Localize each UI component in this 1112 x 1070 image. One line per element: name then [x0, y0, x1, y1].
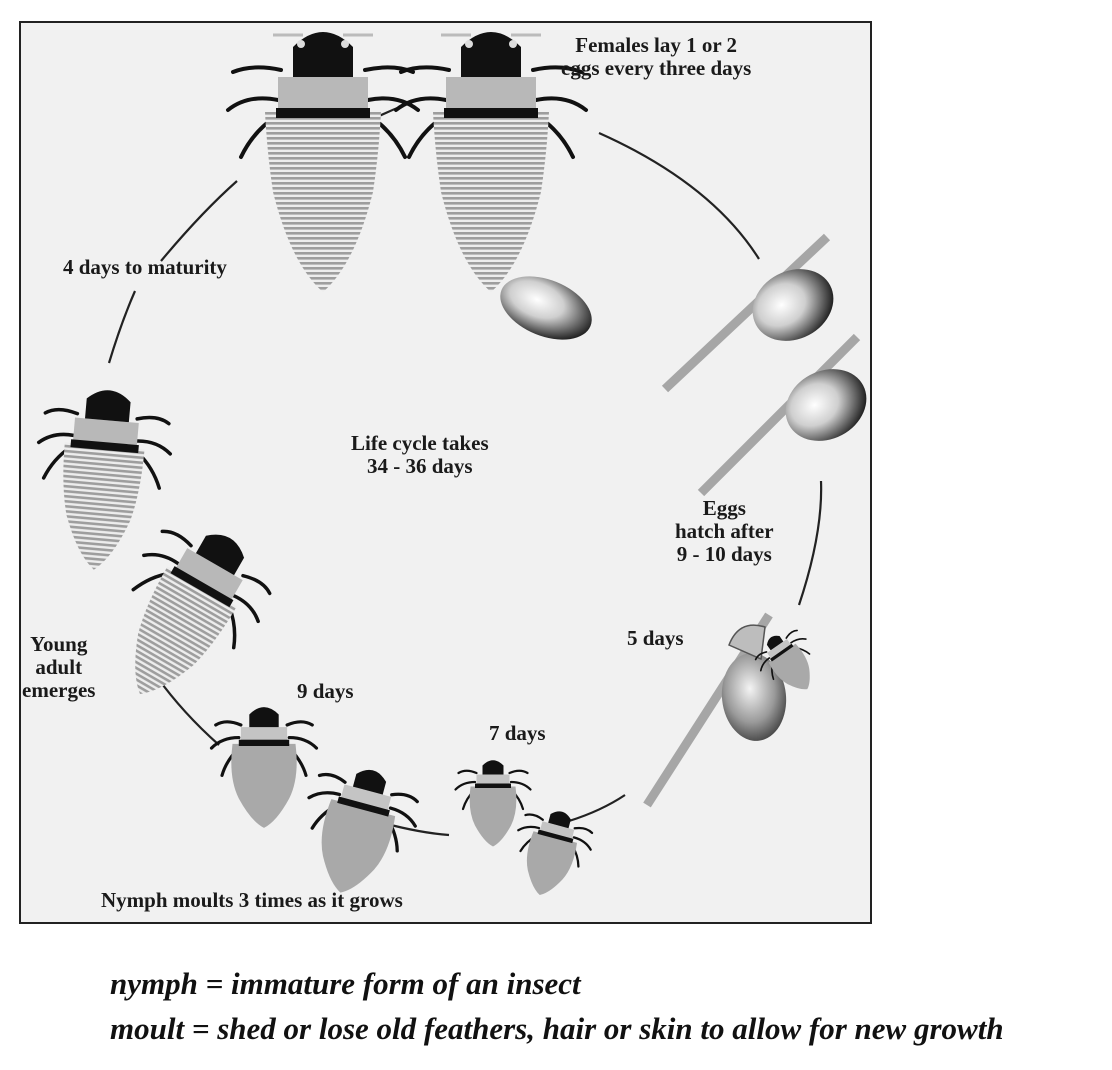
nymph-stage-1	[502, 800, 600, 906]
label-five-days: 5 days	[627, 626, 684, 650]
label-nymph-moults: Nymph moults 3 times as it grows	[101, 888, 403, 912]
nymph-stage-4	[209, 705, 319, 830]
cycle-arrows	[107, 103, 823, 837]
definition-nymph: nymph = immature form of an insect	[110, 966, 581, 1001]
label-nine-days: 9 days	[297, 679, 354, 703]
label-young-adult: Young adult emerges	[22, 632, 96, 702]
label-eggs-hatch: Eggs hatch after 9 - 10 days	[675, 496, 774, 566]
life-cycle-diagram: Females lay 1 or 2 eggs every three days…	[19, 21, 872, 924]
diagram-artwork	[26, 30, 867, 909]
definition-moult: moult = shed or lose old feathers, hair …	[110, 1011, 1004, 1046]
young-adult	[26, 382, 178, 578]
label-four-days: 4 days to maturity	[63, 255, 227, 279]
adult-louse-left	[226, 30, 420, 294]
nymph-stage-2	[454, 759, 532, 848]
nymph-stage-3	[285, 754, 429, 909]
label-seven-days: 7 days	[489, 721, 546, 745]
label-females-lay: Females lay 1 or 2 eggs every three days	[561, 33, 752, 80]
eggs-on-hair	[500, 233, 867, 808]
label-life-cycle: Life cycle takes 34 - 36 days	[351, 431, 489, 478]
adult-louse-right	[394, 30, 588, 294]
